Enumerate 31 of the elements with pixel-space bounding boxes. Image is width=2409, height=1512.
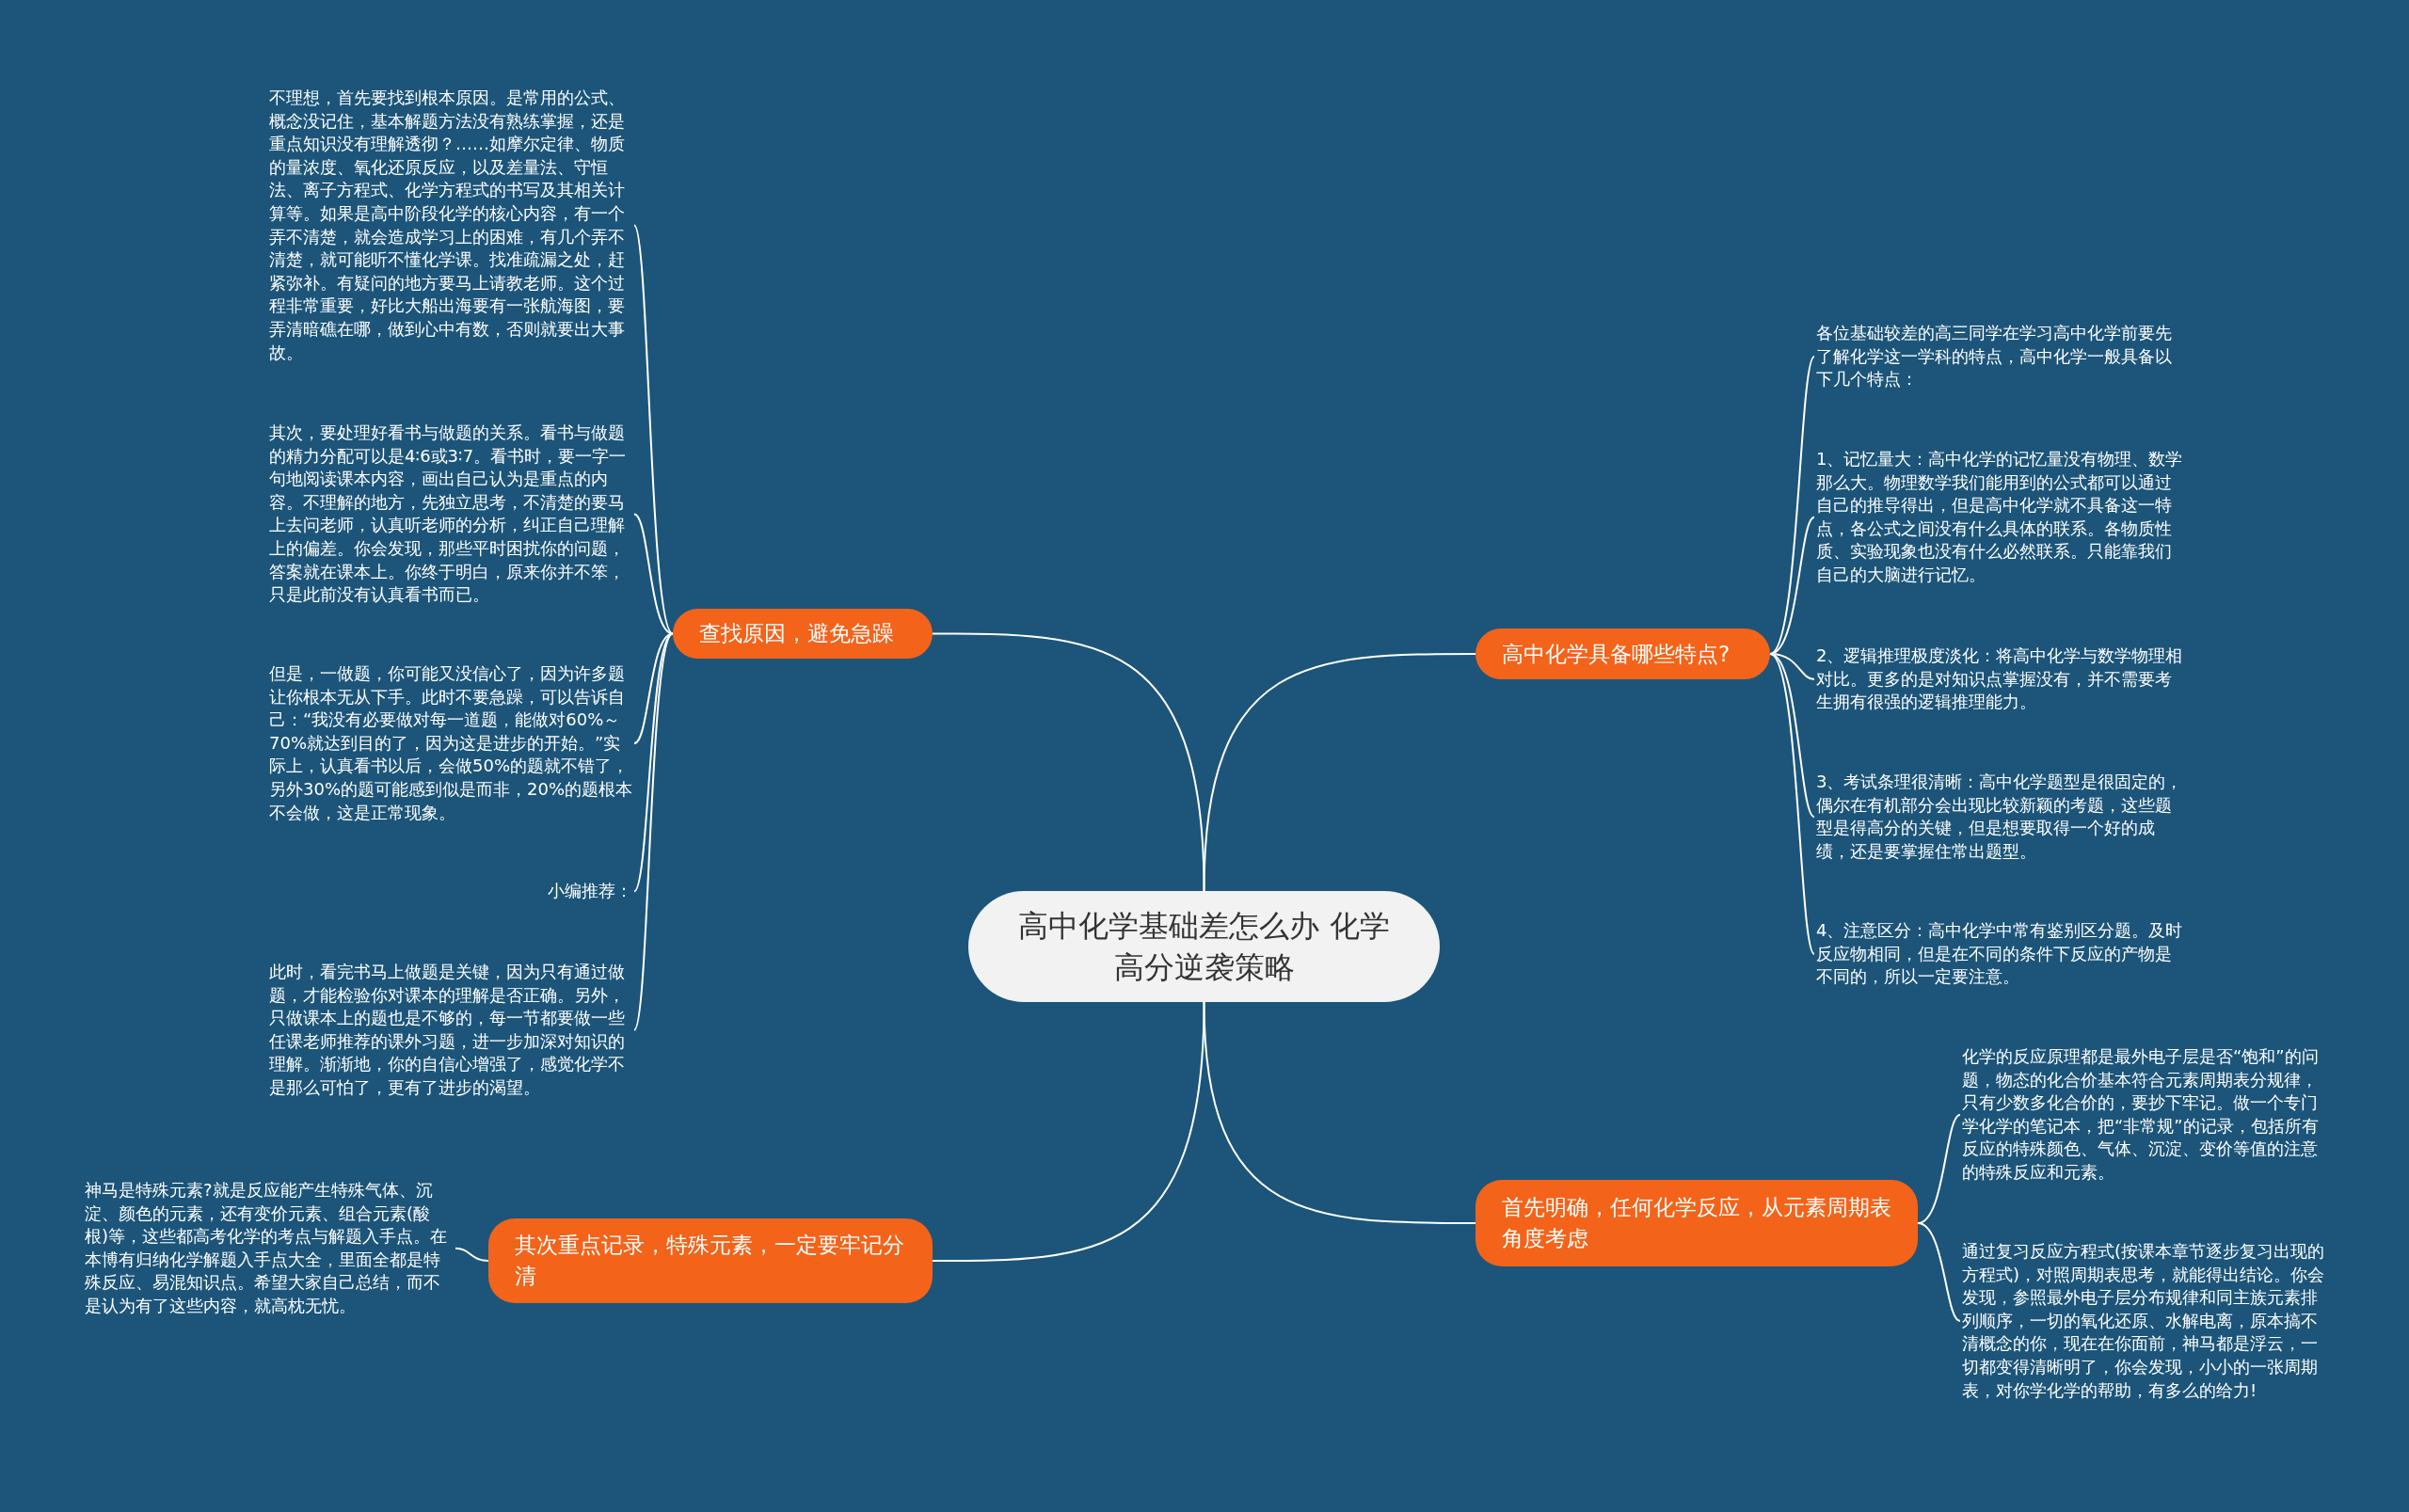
central-topic: 高中化学基础差怎么办 化学高分逆袭策略 [968,891,1440,1002]
note-text: 但是，一做题，你可能又没信心了，因为许多题让你根本无从下手。此时不要急躁，可以告诉自己：“我没有必要做对每一道题，能做对60%～70%就达到目的了，因为这是进步的开始。”实际上，认真看书以后，会做50%的题就不错了，另外30%的题可能感到似是而非，20%的题根本不会做，这是正常现象。 [269,662,632,825]
connector-line [1917,1222,1961,1323]
topic-box: 高中化学具备哪些特点? [1476,629,1770,679]
connector-line [633,224,674,635]
note-text: 其次，要处理好看书与做题的关系。看书与做题的精力分配可以是4∶6或3∶7。看书时，要一字一句地阅读课本内容，画出自己认为是重点的内容。不理解的地方，先独立思考，不清楚的要马上去问老师，认真听老师的分析，纠正自己理解上的偏差。你会发现，那些平时困扰你的问题，答案就在课本上。你终于明白，原来你并不笨，只是此前没有认真看书而已。 [269,422,632,607]
connector-line [1203,653,1476,892]
note-text: 各位基础较差的高三同学在学习高中化学前要先了解化学这一学科的特点，高中化学一般具备以下几个特点： [1816,322,2183,391]
connector-line [932,632,1205,892]
note-text: 小编推荐： [269,880,632,903]
connector-line [455,1247,489,1262]
connector-line [1769,653,1815,955]
note-text: 化学的反应原理都是最外电子层是否“饱和”的问题，物态的化合价基本符合元素周期表分规律，只有少数多化合价的，要抄下牢记。做一个专门学化学的笔记本，把“非常规”的记录，包括所有反应的特殊颜色、气体、沉淀、变价等值的注意的特殊反应和元素。 [1962,1045,2331,1185]
topic-box: 首先明确，任何化学反应，从元素周期表角度考虑 [1476,1180,1918,1266]
note-text: 此时，看完书马上做题是关键，因为只有通过做题，才能检验你对课本的理解是否正确。另外，只做课本上的题也是不够的，每一节都要做一些任课老师推荐的课外习题，进一步加深对知识的理解。渐渐地，你的自信心增强了，感觉化学不是那么可怕了，更有了进步的渴望。 [269,961,632,1100]
connector-line [633,632,674,893]
connector-line [1769,355,1815,655]
note-text: 不理想，首先要找到根本原因。是常用的公式、概念没记住，基本解题方法没有熟练掌握，还是重点知识没有理解透彻？……如摩尔定律、物质的量浓度、氧化还原反应，以及差量法、守恒法、离子方程式、化学方程式的书写及其相关计算等。如果是高中阶段化学的核心内容，有一个弄不清楚，就会造成学习上的困难，有几个弄不清楚，就可能听不懂化学课。找准疏漏之处，赶紧弥补。有疑问的地方要马上请教老师。这个过程非常重要，好比大船出海要有一张航海图，要弄清暗礁在哪，做到心中有数，否则就要出大事故。 [269,87,632,365]
connector-line [633,513,674,635]
connector-line [1769,653,1815,819]
note-text: 神马是特殊元素?就是反应能产生特殊气体、沉淀、颜色的元素，还有变价元素、组合元素(酸根)等，这些都高考化学的考点与解题入手点。在本博有归纳化学解题入手点大全，里面全都是特殊反应、易混知识点。希望大家自己总结，而不是认为有了这些内容，就高枕无忧。 [85,1179,454,1318]
topic-box: 查找原因，避免急躁 [673,609,933,659]
note-text: 4、注意区分：高中化学中常有鉴别区分题。及时反应物相同，但是在不同的条件下反应的产物是不同的，所以一定要注意。 [1816,919,2183,989]
note-text: 3、考试条理很清晰：高中化学题型是很固定的，偶尔在有机部分会出现比较新颖的考题，这些题型是得高分的关键，但是想要取得一个好的成绩，还是要掌握住常出题型。 [1816,771,2183,864]
connector-line [932,1001,1205,1262]
connector-line [1203,1001,1476,1224]
note-text: 2、逻辑推理极度淡化：将高中化学与数学物理相对比。更多的是对知识点掌握没有，并不需要考生拥有很强的逻辑推理能力。 [1816,645,2183,714]
note-text: 1、记忆量大：高中化学的记忆量没有物理、数学那么大。物理数学我们能用到的公式都可以通过自己的推导得出，但是高中化学就不具备这一特点，各公式之间没有什么具体的联系。各物质性质、实验现象也没有什么必然联系。只能靠我们自己的大脑进行记忆。 [1816,448,2183,587]
topic-box: 其次重点记录，特殊元素，一定要牢记分清 [488,1218,933,1303]
connector-line [633,632,674,1031]
note-text: 通过复习反应方程式(按课本章节逐步复习出现的方程式)，对照周期表思考，就能得出结论。你会发现，参照最外电子层分布规律和同主族元素排列顺序，一切的氧化还原、水解电离，原本搞不清概念的你，现在在你面前，神马都是浮云，一切都变得清晰明了，你会发现，小小的一张周期表，对你学化学的帮助，有多么的给力! [1962,1240,2331,1403]
